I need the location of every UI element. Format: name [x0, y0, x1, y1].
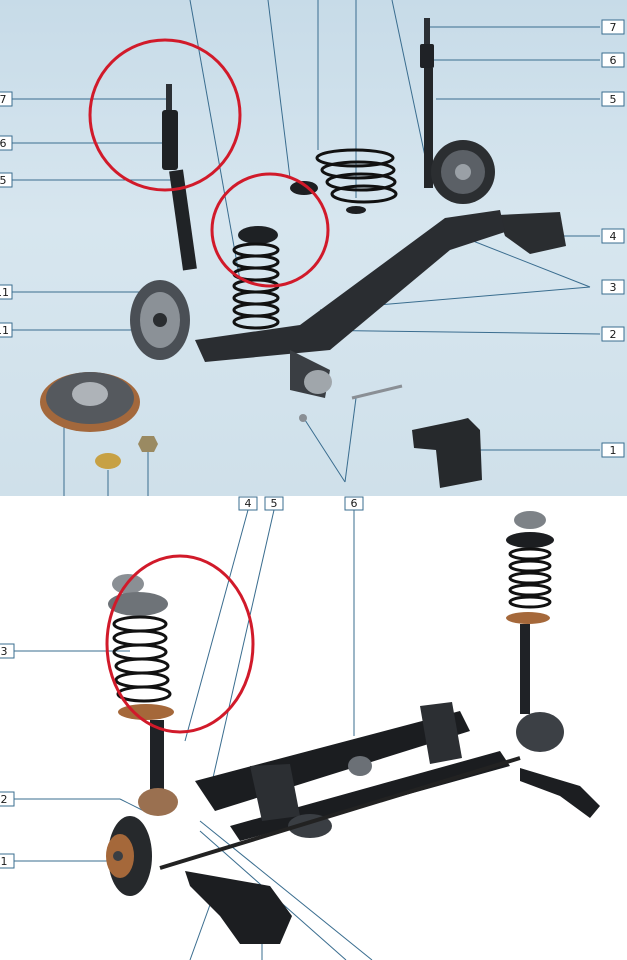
callout-label: 3 — [610, 281, 617, 294]
callout-7-right: 7 — [601, 19, 625, 35]
highlight-circle-strut-top — [105, 554, 255, 734]
callout-label: 5 — [610, 93, 617, 106]
callout-label: 4 — [245, 497, 252, 510]
brake-backplate-left — [130, 280, 190, 360]
callout-3-right: 3 — [601, 279, 625, 295]
left-callouts: 7 6 5 11 11 — [0, 91, 13, 338]
front-suspension-drawing: 4 5 6 3 2 — [0, 496, 600, 960]
callout-label: 6 — [351, 497, 358, 510]
callout-label: 2 — [610, 328, 617, 341]
callout-label: 5 — [0, 174, 7, 187]
callout-5-left: 5 — [0, 172, 13, 188]
callout-6-left: 6 — [0, 135, 13, 151]
callout-11-left-lower: 11 — [0, 322, 13, 338]
callout-label: 7 — [0, 93, 7, 106]
callout-label: 6 — [0, 137, 7, 150]
callout-label: 6 — [610, 54, 617, 67]
mounting-bracket — [498, 212, 566, 254]
rear-shock-absorber-right — [420, 18, 434, 188]
rear-suspension-drawing: 7 6 5 4 3 — [0, 0, 625, 496]
callout-6-right: 6 — [601, 52, 625, 68]
callout-label: 2 — [1, 793, 8, 806]
callout-6-bottom: 6 — [344, 496, 364, 511]
callout-label: 7 — [610, 21, 617, 34]
brake-drum-loose — [40, 372, 140, 432]
front-subframe — [195, 702, 510, 841]
rear-spring-small — [315, 148, 398, 204]
front-suspension-panel: 4 5 6 3 2 — [0, 496, 627, 960]
steering-rack — [159, 756, 521, 870]
bottom-leader-lines — [14, 509, 373, 960]
rear-shock-absorber-left — [162, 84, 197, 271]
highlight-circle-spring-seat — [210, 172, 330, 288]
callout-label: 11 — [0, 286, 9, 299]
rear-suspension-panel: 7 6 5 4 3 — [0, 0, 627, 496]
lower-control-arm-left — [185, 871, 292, 944]
pivot-nut — [299, 414, 307, 422]
body-mounting-bracket — [412, 418, 482, 488]
right-callouts: 7 6 5 4 3 — [601, 19, 625, 458]
bottom-left-callouts: 3 2 1 — [0, 643, 15, 869]
callout-label: 11 — [0, 324, 9, 337]
callout-1-right: 1 — [601, 442, 625, 458]
callout-3-bottom: 3 — [0, 643, 15, 659]
front-hub-left — [106, 816, 152, 896]
brake-drum-assembly-right — [431, 140, 495, 204]
callout-2-right: 2 — [601, 326, 625, 342]
front-strut-right — [506, 511, 600, 818]
hub-cap — [95, 453, 121, 469]
highlight-circle-shock-top — [88, 38, 242, 192]
callout-7-left: 7 — [0, 91, 13, 107]
callout-label: 4 — [610, 230, 617, 243]
callout-label: 1 — [610, 444, 617, 457]
bottom-top-callouts: 4 5 6 — [238, 496, 364, 511]
rear-beam-axle — [195, 210, 505, 362]
front-strut-left — [108, 574, 178, 816]
callout-4-bottom: 4 — [238, 496, 258, 511]
callout-5-bottom: 5 — [264, 496, 284, 511]
callout-5-right: 5 — [601, 91, 625, 107]
callout-4-right: 4 — [601, 228, 625, 244]
hub-nut — [138, 436, 158, 452]
callout-2-bottom: 2 — [0, 791, 15, 807]
spring-insulator-lower — [346, 206, 366, 214]
pivot-bolt — [351, 384, 403, 400]
callout-label: 5 — [271, 497, 278, 510]
callout-1-bottom: 1 — [0, 853, 15, 869]
callout-label: 1 — [1, 855, 8, 868]
callout-11-left-upper: 11 — [0, 284, 13, 300]
callout-label: 3 — [1, 645, 8, 658]
